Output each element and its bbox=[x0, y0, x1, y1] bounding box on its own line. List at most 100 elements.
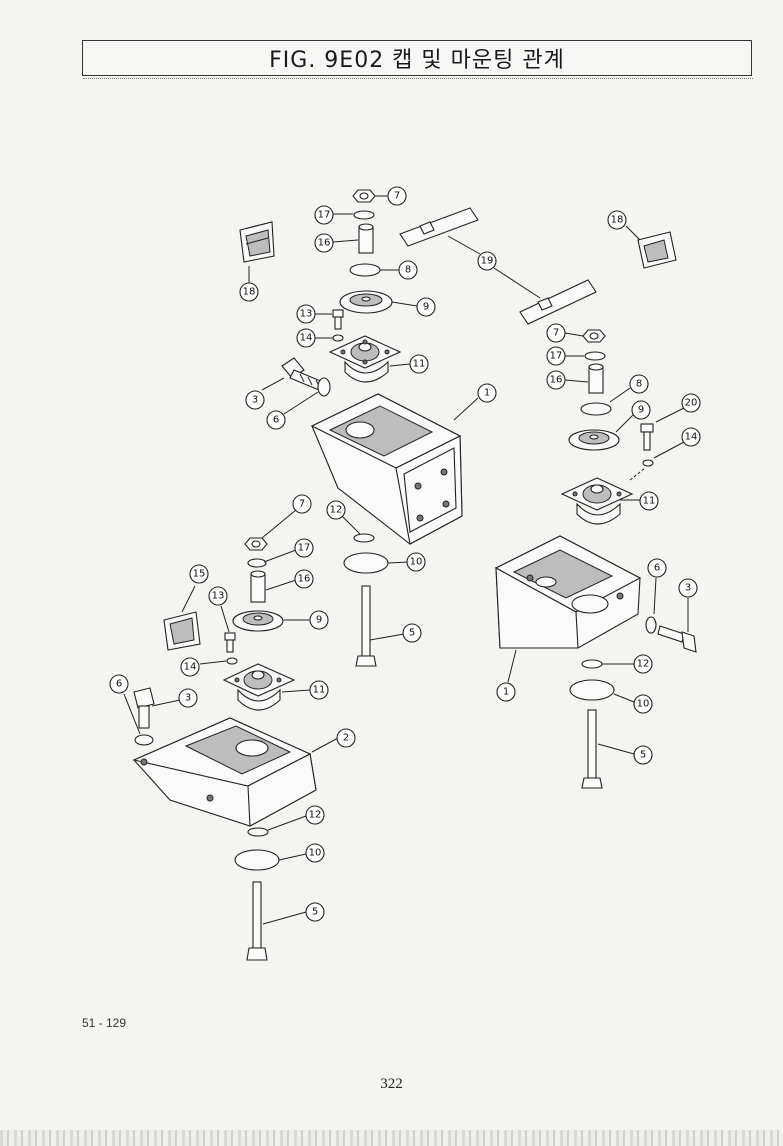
pad-10-left bbox=[234, 849, 280, 871]
washer-12-right bbox=[581, 659, 603, 669]
svg-text:14: 14 bbox=[300, 333, 313, 344]
bolt-3-left bbox=[133, 687, 155, 729]
callout-14-top: 14 bbox=[296, 328, 316, 348]
callout-5-center: 5 bbox=[402, 623, 422, 643]
callout-14-left: 14 bbox=[180, 657, 200, 677]
svg-text:3: 3 bbox=[685, 583, 691, 594]
svg-text:20: 20 bbox=[685, 398, 698, 409]
svg-text:18: 18 bbox=[611, 215, 624, 226]
mount-11-left bbox=[222, 663, 296, 711]
plate-19-top bbox=[399, 207, 479, 247]
svg-text:17: 17 bbox=[318, 210, 331, 221]
callout-7-left: 7 bbox=[292, 494, 312, 514]
callout-3-top: 3 bbox=[245, 390, 265, 410]
bolt-5-left bbox=[246, 881, 268, 961]
svg-text:11: 11 bbox=[313, 685, 326, 696]
bolt-20 bbox=[640, 423, 654, 451]
washer-8-top bbox=[349, 263, 381, 277]
svg-text:7: 7 bbox=[394, 191, 400, 202]
washer-14-right bbox=[642, 459, 654, 467]
callout-10-center: 10 bbox=[406, 552, 426, 572]
svg-text:14: 14 bbox=[685, 432, 698, 443]
svg-text:15: 15 bbox=[193, 569, 206, 580]
callout-20: 20 bbox=[681, 393, 701, 413]
callout-9-left: 9 bbox=[309, 610, 329, 630]
svg-text:7: 7 bbox=[553, 328, 559, 339]
callout-14-right: 14 bbox=[681, 427, 701, 447]
callout-15: 15 bbox=[189, 564, 209, 584]
callout-11-right: 11 bbox=[639, 491, 659, 511]
washer-12-left bbox=[247, 827, 269, 837]
nut-7-top bbox=[352, 189, 376, 203]
washer-12-center bbox=[353, 533, 375, 543]
svg-text:11: 11 bbox=[413, 359, 426, 370]
svg-text:14: 14 bbox=[184, 662, 197, 673]
cap-18-left bbox=[239, 221, 275, 263]
cap-18-right bbox=[637, 231, 677, 269]
callout-18-left: 18 bbox=[239, 282, 259, 302]
callout-12-right: 12 bbox=[633, 654, 653, 674]
callout-13-left: 13 bbox=[208, 586, 228, 606]
svg-text:3: 3 bbox=[252, 395, 258, 406]
washer-17-right bbox=[584, 351, 606, 361]
svg-text:7: 7 bbox=[299, 499, 305, 510]
svg-text:9: 9 bbox=[638, 405, 644, 416]
svg-text:19: 19 bbox=[481, 256, 494, 267]
svg-text:5: 5 bbox=[312, 907, 318, 918]
washer-17-top bbox=[353, 210, 375, 220]
callout-12-center: 12 bbox=[326, 500, 346, 520]
bolt-5-center bbox=[355, 585, 377, 667]
bolt-13-left bbox=[224, 632, 236, 653]
scan-edge-strip bbox=[0, 1130, 783, 1146]
svg-text:2: 2 bbox=[343, 733, 349, 744]
svg-text:12: 12 bbox=[330, 505, 343, 516]
callout-8-right: 8 bbox=[629, 374, 649, 394]
svg-text:16: 16 bbox=[550, 375, 563, 386]
callout-16-top: 16 bbox=[314, 233, 334, 253]
washer-17-left bbox=[247, 558, 267, 568]
callout-6-right: 6 bbox=[647, 558, 667, 578]
callout-2: 2 bbox=[336, 728, 356, 748]
callout-10-right: 10 bbox=[633, 694, 653, 714]
callout-5-right: 5 bbox=[633, 745, 653, 765]
callout-11-left: 11 bbox=[309, 680, 329, 700]
callout-1-top: 1 bbox=[477, 383, 497, 403]
callout-18-right: 18 bbox=[607, 210, 627, 230]
callout-6-left: 6 bbox=[109, 674, 129, 694]
mount-11-top bbox=[328, 335, 402, 383]
svg-text:10: 10 bbox=[637, 699, 650, 710]
pad-10-center bbox=[343, 552, 389, 574]
svg-text:6: 6 bbox=[273, 415, 279, 426]
callout-11-top: 11 bbox=[409, 354, 429, 374]
svg-text:1: 1 bbox=[503, 687, 509, 698]
sleeve-16-right bbox=[588, 363, 604, 394]
callout-16-left: 16 bbox=[294, 569, 314, 589]
callout-7-top: 7 bbox=[387, 186, 407, 206]
cup-9-right bbox=[568, 429, 620, 451]
nut-7-right bbox=[582, 329, 606, 343]
svg-text:3: 3 bbox=[185, 693, 191, 704]
bracket-1-top bbox=[310, 393, 463, 545]
callout-16-right: 16 bbox=[546, 370, 566, 390]
bolt-5-right bbox=[581, 709, 603, 789]
svg-text:5: 5 bbox=[640, 750, 646, 761]
svg-text:6: 6 bbox=[116, 679, 122, 690]
callout-3-right: 3 bbox=[678, 578, 698, 598]
callout-17-right: 17 bbox=[546, 346, 566, 366]
callout-5-left: 5 bbox=[305, 902, 325, 922]
callout-1-right: 1 bbox=[496, 682, 516, 702]
callout-7-right: 7 bbox=[546, 323, 566, 343]
nut-7-left bbox=[244, 537, 268, 551]
washer-6-top bbox=[317, 377, 331, 397]
cup-9-top bbox=[339, 290, 393, 314]
callout-6-top: 6 bbox=[266, 410, 286, 430]
washer-6-left bbox=[134, 734, 154, 746]
svg-text:6: 6 bbox=[654, 563, 660, 574]
callout-9-top: 9 bbox=[416, 297, 436, 317]
callout-3-left: 3 bbox=[178, 688, 198, 708]
cap-15 bbox=[163, 611, 201, 651]
svg-text:5: 5 bbox=[409, 628, 415, 639]
callout-8-top: 8 bbox=[398, 260, 418, 280]
svg-text:9: 9 bbox=[423, 302, 429, 313]
svg-text:9: 9 bbox=[316, 615, 322, 626]
